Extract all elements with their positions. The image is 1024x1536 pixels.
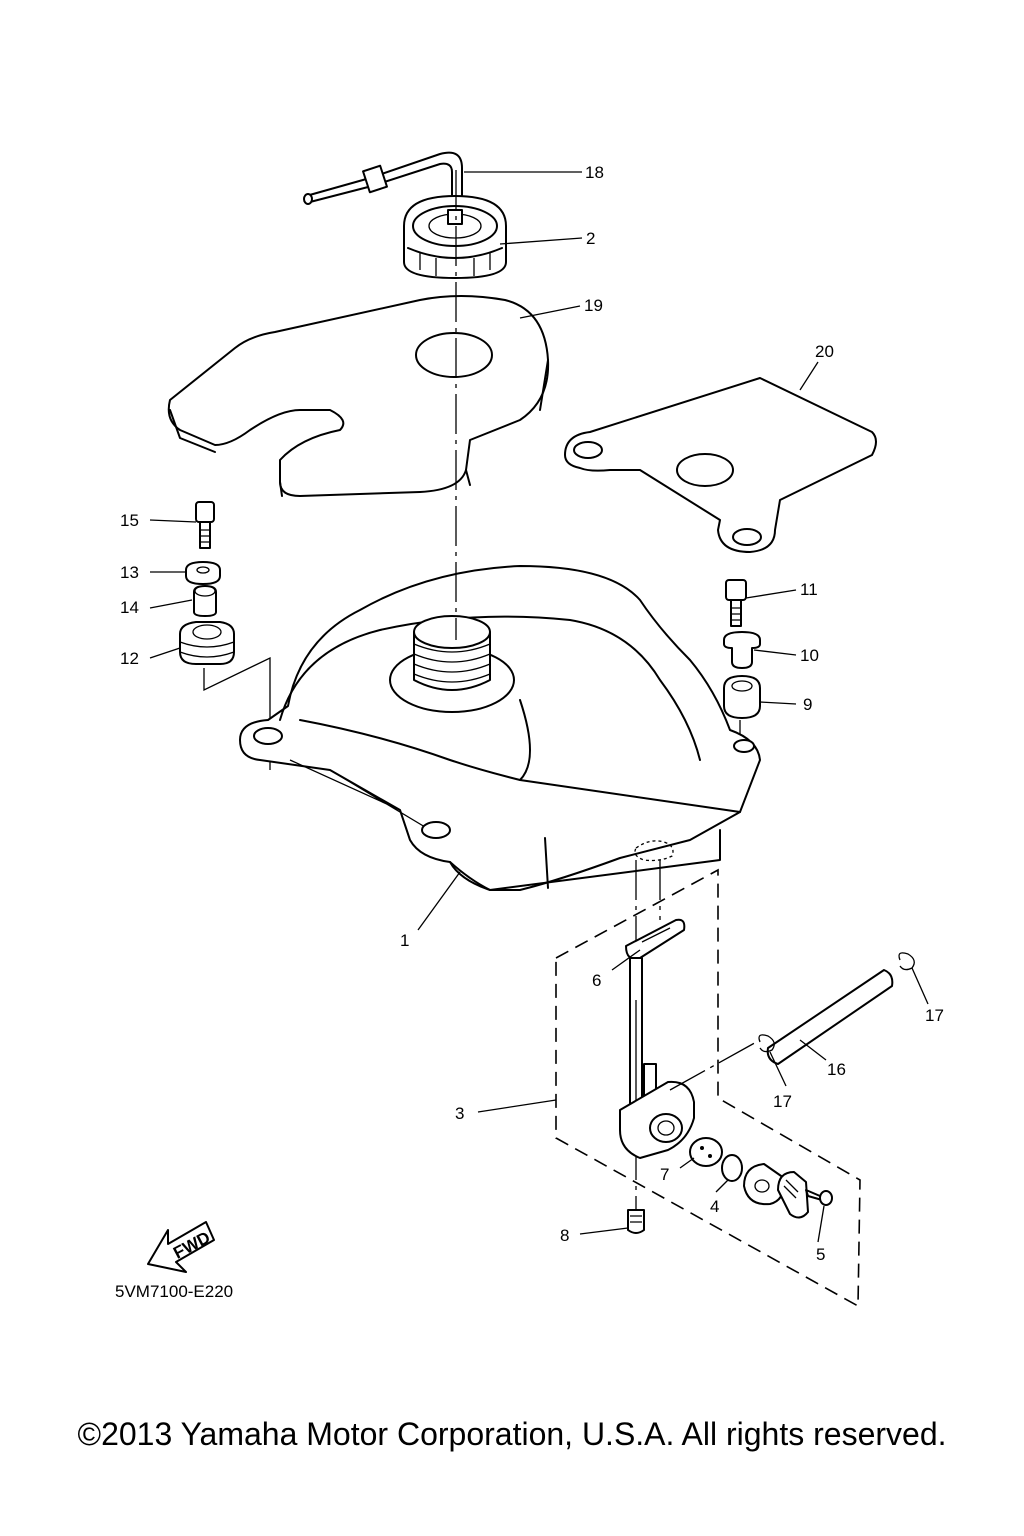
plate-part-7[interactable] [689, 1137, 723, 1167]
collar-part-10[interactable] [723, 631, 761, 669]
screw-part-5[interactable] [805, 1189, 833, 1206]
callout-7: 7 [660, 1165, 669, 1184]
damper-part-12[interactable] [179, 621, 235, 665]
fuel-hose-part-16[interactable] [669, 969, 894, 1091]
callout-17-upper: 17 [925, 1006, 944, 1025]
clip-part-17-upper[interactable] [898, 952, 915, 971]
callout-20: 20 [815, 342, 834, 361]
callout-14: 14 [120, 598, 139, 617]
callout-numbers: 18 2 19 20 15 13 14 12 11 10 9 1 6 17 16… [120, 163, 944, 1264]
callout-16: 16 [827, 1060, 846, 1079]
callout-9: 9 [803, 695, 812, 714]
tank-pad-part-19[interactable] [167, 295, 550, 497]
gasket-part-6[interactable] [625, 918, 686, 960]
callout-1: 1 [400, 931, 409, 950]
clip-part-17-lower[interactable] [758, 1034, 775, 1053]
copyright-notice: ©2013 Yamaha Motor Corporation, U.S.A. A… [77, 1416, 947, 1452]
callout-4: 4 [710, 1197, 719, 1216]
callout-19: 19 [584, 296, 603, 315]
callout-15: 15 [120, 511, 139, 530]
callout-11: 11 [800, 580, 818, 599]
o-ring-part-4[interactable] [721, 1154, 743, 1182]
callout-3: 3 [455, 1104, 464, 1123]
heat-plate-part-20[interactable] [564, 377, 877, 553]
callout-2: 2 [586, 229, 595, 248]
fuel-tank-part-1[interactable] [239, 565, 761, 891]
leader-lines [149, 171, 929, 1243]
vent-hose-part-18[interactable] [303, 151, 463, 205]
bolt-part-8[interactable] [627, 1209, 645, 1234]
callout-8: 8 [560, 1226, 569, 1245]
fuel-cock-part-3[interactable] [619, 957, 695, 1159]
callout-6: 6 [592, 971, 601, 990]
callout-18: 18 [585, 163, 604, 182]
lever-assembly[interactable] [743, 1163, 809, 1219]
diagram-code: 5VM7100-E220 [115, 1282, 234, 1301]
left-mount-leader [203, 656, 271, 770]
callout-10: 10 [800, 646, 819, 665]
callout-17-lower: 17 [773, 1092, 792, 1111]
callout-13: 13 [120, 563, 139, 582]
forward-arrow-icon: FWD [147, 1221, 215, 1273]
collar-part-13[interactable] [185, 561, 221, 585]
callout-5: 5 [816, 1245, 825, 1264]
fuel-cap-part-2[interactable] [403, 195, 507, 279]
damper-part-9[interactable] [723, 675, 761, 719]
bolt-part-11[interactable] [725, 579, 747, 627]
spacer-part-14[interactable] [193, 585, 217, 617]
bolt-part-15[interactable] [195, 501, 215, 549]
callout-12: 12 [120, 649, 139, 668]
fuel-cock-assembly-box [555, 868, 861, 1308]
